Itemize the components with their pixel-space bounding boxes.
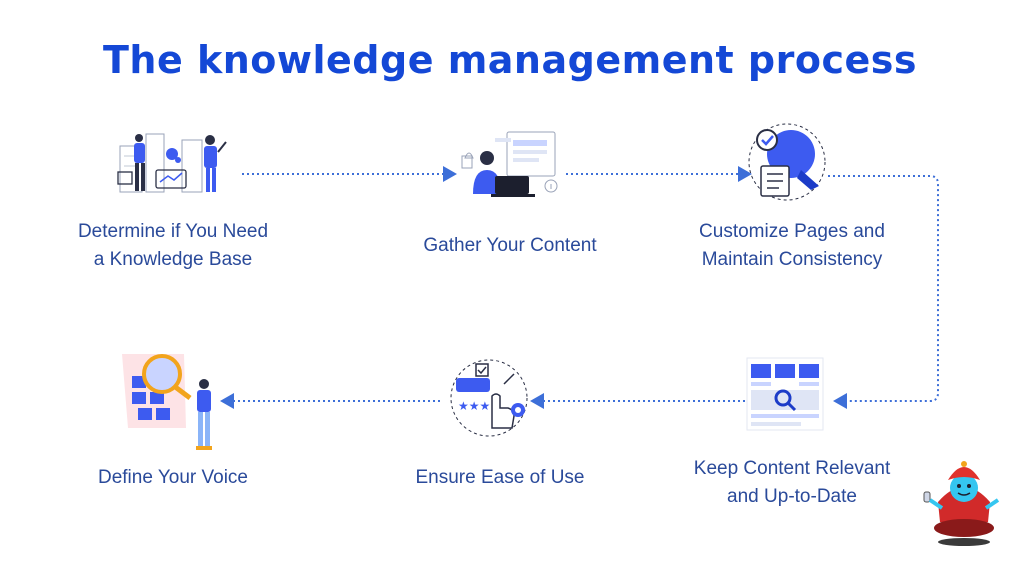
webpage-search-icon [746, 357, 824, 431]
settings-checklist-icon [748, 123, 826, 201]
meditating-mascot-icon [923, 461, 1000, 546]
step-3-line-2: Maintain Consistency [701, 249, 883, 270]
step-4-line-2: and Up-to-Date [727, 486, 857, 507]
business-team-icon [117, 133, 227, 193]
step-3-line-1: Customize Pages and [699, 221, 885, 242]
step-label-determine-knowledge-base: Determine if You Need a Knowledge Base [52, 218, 294, 274]
step-2-line-1: Gather Your Content [423, 235, 597, 256]
svg-text:★★★: ★★★ [458, 399, 490, 413]
step-4-line-1: Keep Content Relevant [693, 458, 891, 479]
magnifier-person-icon [122, 354, 212, 450]
step-label-customize-pages: Customize Pages and Maintain Consistency [672, 218, 912, 274]
step-1-line-1: Determine if You Need [77, 221, 269, 242]
step-label-keep-content-relevant: Keep Content Relevant and Up-to-Date [672, 455, 912, 511]
step-label-define-voice: Define Your Voice [58, 464, 288, 492]
person-at-laptop-icon [461, 131, 558, 197]
touch-interface-icon: ★★★ [450, 359, 528, 437]
step-6-line-1: Define Your Voice [97, 467, 248, 488]
step-label-gather-content: Gather Your Content [395, 232, 625, 260]
step-label-ensure-ease-of-use: Ensure Ease of Use [385, 464, 615, 492]
page-title: The knowledge management process [102, 38, 918, 82]
step-5-line-1: Ensure Ease of Use [415, 467, 585, 488]
step-1-line-2: a Knowledge Base [93, 249, 253, 270]
connector-3-4 [828, 175, 939, 409]
